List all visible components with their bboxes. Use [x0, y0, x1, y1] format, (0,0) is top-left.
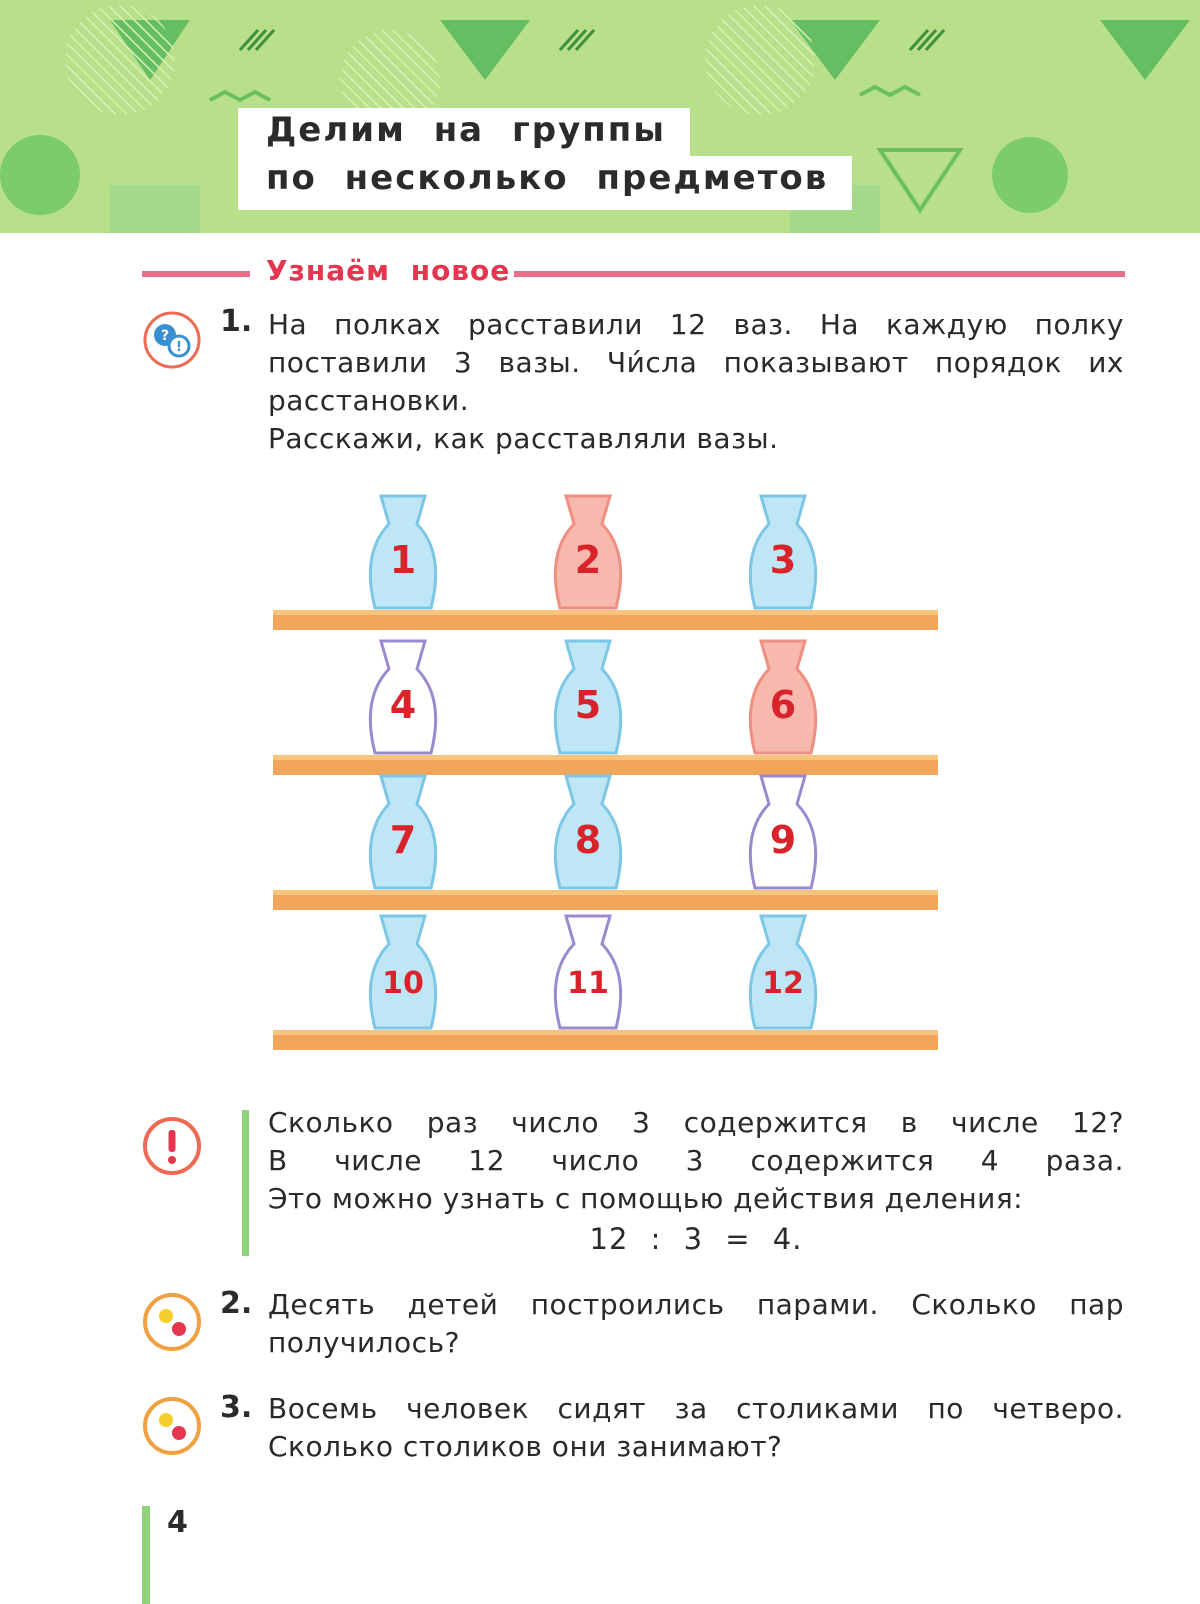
- vase-body: [553, 914, 623, 1030]
- vase-body: [748, 914, 818, 1030]
- task-1-line-1: На полках расставили 12 ваз. На каждую п…: [268, 308, 1124, 341]
- rule-line-1: Сколько раз число 3 содержится в числе 1…: [268, 1106, 1124, 1139]
- vase-4: 4: [368, 639, 438, 755]
- task-3-text-end: Сколько столиков они занимают?: [268, 1428, 1124, 1466]
- vase-10: 10: [368, 914, 438, 1030]
- task-1-text-end: расстановки. Расскажи, как расставляли в…: [268, 382, 1124, 458]
- rule-text: Сколько раз число 3 содержится в числе 1…: [268, 1104, 1124, 1180]
- page-number-bar: [142, 1506, 150, 1604]
- task-1-line-2: поставили 3 вазы. Чи́сла показывают поря…: [268, 346, 1124, 379]
- vase-body: [368, 774, 438, 890]
- vase-number: 9: [770, 818, 796, 862]
- vase-body: [368, 494, 438, 610]
- rule-line-3: Это можно узнать с помощью действия деле…: [268, 1182, 1024, 1215]
- exclamation-icon: [142, 1116, 202, 1180]
- vase-body: [748, 639, 818, 755]
- task-1-line-3: расстановки.: [268, 384, 470, 417]
- section-rule-right: [514, 271, 1125, 277]
- shelf-edge-1: [273, 610, 938, 615]
- task-2-line-1: Десять детей построились парами. Сколько…: [268, 1288, 1124, 1321]
- task-3-line-2: Сколько столиков они занимают?: [268, 1430, 783, 1463]
- discussion-icon: ? !: [142, 310, 202, 374]
- page-title-line-1: Делим на группы: [238, 108, 690, 160]
- task-3-number: 3.: [220, 1390, 253, 1425]
- vase-body: [368, 914, 438, 1030]
- task-3-text: Восемь человек сидят за столиками по чет…: [268, 1390, 1124, 1428]
- task-2-number: 2.: [220, 1286, 253, 1321]
- task-2-line-2: получилось?: [268, 1326, 460, 1359]
- vase-body: [748, 494, 818, 610]
- vase-number: 11: [567, 966, 609, 1001]
- division-equation: 12 : 3 = 4.: [589, 1222, 803, 1256]
- vase-7: 7: [368, 774, 438, 890]
- vase-body: [368, 639, 438, 755]
- page-number: 4: [167, 1505, 188, 1540]
- vase-number: 3: [770, 538, 796, 582]
- section-rule-left: [142, 271, 250, 277]
- vase-number: 6: [770, 683, 796, 727]
- rule-green-bar: [242, 1110, 249, 1256]
- task-1-question: Расскажи, как расставляли вазы.: [268, 422, 779, 455]
- vase-number: 10: [382, 966, 424, 1001]
- vase-2: 2: [553, 494, 623, 610]
- svg-text:!: !: [176, 340, 182, 355]
- task-2-text-end: получилось?: [268, 1324, 1124, 1362]
- task-3-line-1: Восемь человек сидят за столиками по чет…: [268, 1392, 1124, 1425]
- svg-text:?: ?: [161, 328, 169, 344]
- vase-number: 7: [390, 818, 416, 862]
- shelf-edge-3: [273, 890, 938, 895]
- dots-icon: [142, 1396, 202, 1460]
- vase-1: 1: [368, 494, 438, 610]
- vase-number: 5: [575, 683, 601, 727]
- vase-number: 12: [762, 966, 804, 1001]
- page-title-line-2: по несколько предметов: [238, 156, 853, 210]
- section-header: Узнаём новое: [142, 254, 1125, 290]
- dots-icon: [142, 1292, 202, 1356]
- vase-body: [553, 639, 623, 755]
- vase-number: 8: [575, 818, 601, 862]
- vase-12: 12: [748, 914, 818, 1030]
- vase-8: 8: [553, 774, 623, 890]
- task-1-text: На полках расставили 12 ваз. На каждую п…: [268, 306, 1124, 382]
- vase-number: 4: [390, 683, 416, 727]
- vase-body: [553, 494, 623, 610]
- rule-line-2: В числе 12 число 3 содержится 4 раза.: [268, 1144, 1124, 1177]
- task-2-text: Десять детей построились парами. Сколько…: [268, 1286, 1124, 1324]
- vase-3: 3: [748, 494, 818, 610]
- vase-number: 1: [390, 538, 416, 582]
- vase-9: 9: [748, 774, 818, 890]
- shelf-edge-4: [273, 1030, 938, 1035]
- shelf-edge-2: [273, 755, 938, 760]
- vase-5: 5: [553, 639, 623, 755]
- vase-body: [748, 774, 818, 890]
- vase-number: 2: [575, 538, 601, 582]
- vase-body: [553, 774, 623, 890]
- rule-text-end: Это можно узнать с помощью действия деле…: [268, 1180, 1124, 1218]
- section-label: Узнаём новое: [266, 254, 511, 287]
- task-1-number: 1.: [220, 304, 253, 339]
- vase-11: 11: [553, 914, 623, 1030]
- vase-6: 6: [748, 639, 818, 755]
